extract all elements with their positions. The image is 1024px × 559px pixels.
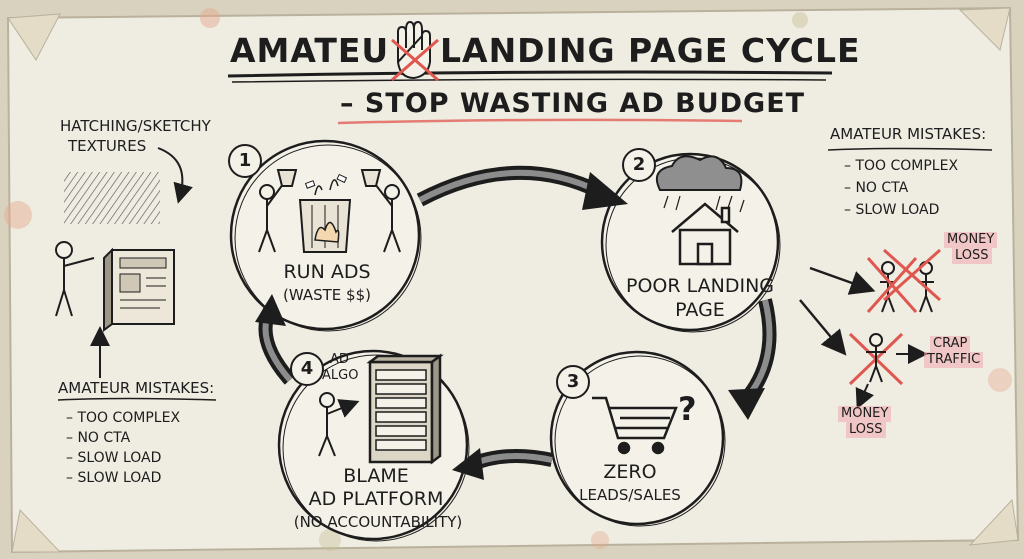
crap-traffic-line2: TRAFFIC — [924, 352, 984, 368]
step-3-number: 3 — [556, 365, 590, 399]
money-loss-2-line1: MONEY — [838, 406, 892, 422]
hand-stop-icon — [391, 20, 439, 82]
server-tag-ad: AD — [330, 352, 349, 367]
traffic-figure — [866, 333, 886, 383]
step-3-label: ZERO — [603, 461, 657, 483]
step-1-label: RUN ADS — [283, 261, 371, 283]
left-mistakes-heading: AMATEUR MISTAKES: — [58, 379, 215, 397]
right-mistake-1: – TOO COMPLEX — [844, 158, 959, 174]
title-right: LANDING PAGE CYCLE — [440, 31, 861, 70]
left-mistake-4: – SLOW LOAD — [66, 470, 162, 486]
step-4-label2: AD PLATFORM — [308, 488, 444, 510]
money-loss-2-line2: LOSS — [846, 422, 886, 438]
rain-cloud-icon — [656, 155, 745, 213]
left-note-line1: HATCHING/SKETCHY — [60, 117, 211, 135]
step-2-label2: PAGE — [675, 299, 725, 321]
right-mistakes-heading: AMATEUR MISTAKES: — [830, 125, 987, 143]
title-left: AMATEU — [230, 31, 390, 70]
step-1-number: 1 — [228, 144, 262, 178]
question-mark-icon: ? — [678, 390, 697, 428]
hatching-texture — [64, 172, 160, 224]
step-3-sub: LEADS/SALES — [579, 486, 681, 504]
right-mistake-2: – NO CTA — [844, 180, 909, 196]
page-subtitle: – STOP WASTING AD BUDGET — [340, 88, 806, 119]
house-icon — [671, 202, 739, 266]
crap-traffic-line1: CRAP — [930, 336, 971, 352]
crossed-out-icon — [848, 248, 941, 386]
step-4-label: BLAME — [343, 465, 409, 487]
step-2-label: POOR LANDING — [625, 275, 775, 297]
right-mistake-3: – SLOW LOAD — [844, 202, 940, 218]
server-rack-icon — [366, 353, 444, 465]
money-loss-1-line1: MONEY — [944, 232, 998, 248]
left-mistake-2: – NO CTA — [66, 430, 131, 446]
left-mistake-1: – TOO COMPLEX — [66, 410, 181, 426]
left-mistake-3: – SLOW LOAD — [66, 450, 162, 466]
stick-figure-icon — [258, 169, 401, 253]
money-loss-1-line2: LOSS — [952, 248, 992, 264]
server-tag-algo: ALGO — [322, 368, 359, 383]
shopping-cart-icon — [592, 396, 678, 455]
trash-fire-icon — [298, 173, 352, 253]
step-4-sub: (NO ACCOUNTABILITY) — [293, 513, 463, 531]
step-2-number: 2 — [622, 148, 656, 182]
left-note-line2: TEXTURES — [68, 137, 147, 155]
step-4-number: 4 — [290, 352, 324, 386]
presenter-figure — [55, 241, 95, 317]
landing-page-board — [103, 247, 175, 332]
step-1-sub: (WASTE $$) — [283, 286, 371, 304]
